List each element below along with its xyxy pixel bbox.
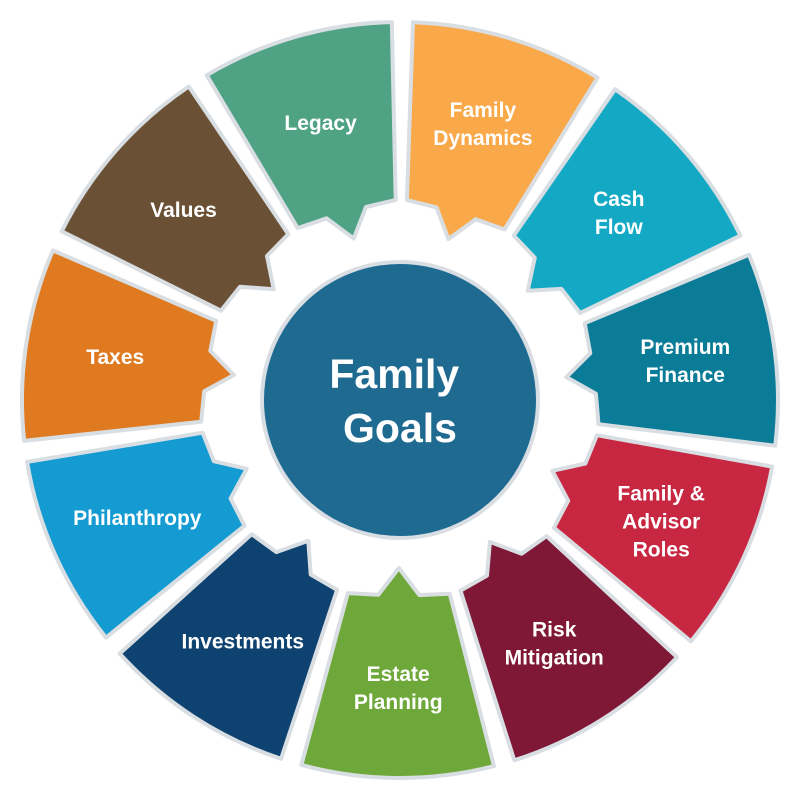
segment-values-label: Values xyxy=(150,199,217,222)
center-hub: Family Goals xyxy=(260,260,540,540)
center-label-line-1: Family xyxy=(329,351,459,397)
segment-family-advisor-roles-label-line-3: Roles xyxy=(633,538,690,561)
segment-risk-mitigation-label-line-1: Risk xyxy=(532,618,577,641)
segment-legacy: Legacy xyxy=(204,20,398,241)
segment-cash-flow-label-line-1: Cash xyxy=(593,188,644,211)
segment-risk-mitigation-label-line-2: Mitigation xyxy=(505,646,604,669)
center-label-line-2: Goals xyxy=(343,405,457,451)
segment-philanthropy-shape xyxy=(25,430,249,640)
segment-family-dynamics-label-line-1: Family xyxy=(450,99,517,122)
segment-taxes-label: Taxes xyxy=(86,346,144,369)
segment-family-dynamics-shape xyxy=(404,20,600,242)
segment-values-label-line-1: Values xyxy=(150,199,217,222)
segment-family-advisor-roles-shape xyxy=(550,433,775,644)
segment-family-advisor-roles-label-line-1: Family & xyxy=(617,482,705,505)
segment-taxes-shape xyxy=(20,248,236,443)
segment-values: Values xyxy=(59,84,291,313)
segment-risk-mitigation-shape xyxy=(458,534,679,763)
center-label: Family Goals xyxy=(329,351,470,451)
segment-estate-planning-shape xyxy=(299,566,496,780)
segment-legacy-label-line-1: Legacy xyxy=(284,112,357,135)
segment-estate-planning-label-line-1: Estate xyxy=(367,663,430,686)
segment-cash-flow-label-line-2: Flow xyxy=(595,216,643,239)
segment-premium-finance-shape xyxy=(564,252,780,448)
segment-values-shape xyxy=(59,84,291,313)
segment-philanthropy-label-line-1: Philanthropy xyxy=(73,507,202,530)
segment-premium-finance-label-line-1: Premium xyxy=(640,336,730,359)
segment-investments-label: Investments xyxy=(182,630,305,653)
segment-investments-shape xyxy=(117,532,340,761)
segment-legacy-shape xyxy=(204,20,398,241)
segment-taxes-label-line-1: Taxes xyxy=(86,346,144,369)
segment-investments: Investments xyxy=(117,532,340,761)
center-circle xyxy=(260,260,540,540)
segment-taxes: Taxes xyxy=(20,248,236,443)
segment-family-advisor-roles-label-line-2: Advisor xyxy=(622,510,700,533)
segment-cash-flow-shape xyxy=(511,87,743,315)
segment-philanthropy-label: Philanthropy xyxy=(73,507,202,530)
segment-premium-finance-label-line-2: Finance xyxy=(646,364,725,387)
segment-legacy-label: Legacy xyxy=(284,112,357,135)
segment-estate-planning-label-line-2: Planning xyxy=(354,691,443,714)
segment-investments-label-line-1: Investments xyxy=(182,630,305,653)
segment-philanthropy: Philanthropy xyxy=(25,430,249,640)
segment-family-dynamics-label-line-2: Dynamics xyxy=(433,127,532,150)
